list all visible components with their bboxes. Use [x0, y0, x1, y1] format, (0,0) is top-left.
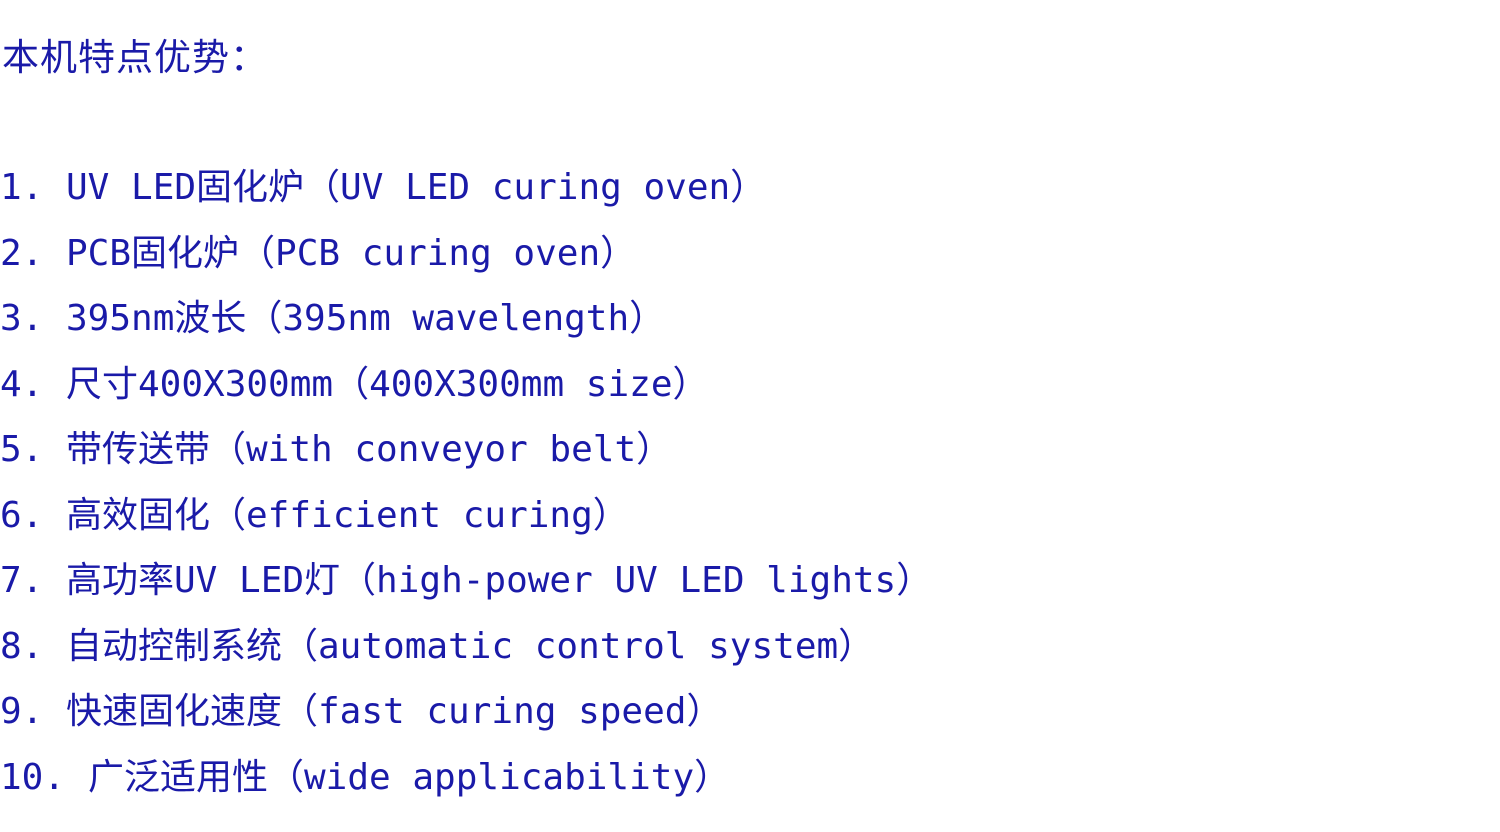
feature-item: 10. 广泛适用性（wide applicability）: [0, 750, 932, 816]
feature-number: 4.: [0, 363, 44, 405]
feature-item: 8. 自动控制系统（automatic control system）: [0, 619, 932, 685]
feature-item: 9. 快速固化速度（fast curing speed）: [0, 684, 932, 750]
feature-item: 1. UV LED固化炉（UV LED curing oven）: [0, 160, 932, 226]
feature-number: 1.: [0, 167, 44, 208]
feature-number: 8.: [0, 625, 44, 667]
feature-number: 6.: [0, 494, 44, 536]
feature-number: 9.: [0, 691, 44, 732]
feature-text: 自动控制系统（automatic control system）: [66, 625, 875, 667]
feature-text: UV LED固化炉（UV LED curing oven）: [66, 167, 767, 208]
feature-item: 6. 高效固化（efficient curing）: [0, 488, 932, 554]
feature-list: 1. UV LED固化炉（UV LED curing oven） 2. PCB固化炉…: [0, 160, 932, 815]
feature-item: 4. 尺寸400X300mm（400X300mm size）: [0, 357, 932, 423]
feature-text: PCB固化炉（PCB curing oven）: [66, 232, 637, 274]
feature-text: 快速固化速度（fast curing speed）: [66, 691, 723, 732]
feature-text: 广泛适用性（wide applicability）: [88, 756, 731, 798]
feature-number: 5.: [0, 429, 44, 470]
feature-item: 5. 带传送带（with conveyor belt）: [0, 422, 932, 488]
feature-number: 3.: [0, 298, 44, 339]
feature-text: 高效固化（efficient curing）: [66, 494, 629, 536]
feature-text: 395nm波长（395nm wavelength）: [66, 298, 666, 339]
feature-item: 2. PCB固化炉（PCB curing oven）: [0, 226, 932, 292]
feature-item: 7. 高功率UV LED灯（high-power UV LED lights）: [0, 553, 932, 619]
document-title: 本机特点优势：: [2, 36, 268, 79]
feature-number: 7.: [0, 560, 44, 601]
feature-item: 3. 395nm波长（395nm wavelength）: [0, 291, 932, 357]
feature-text: 高功率UV LED灯（high-power UV LED lights）: [66, 560, 933, 601]
feature-number: 10.: [0, 756, 66, 798]
feature-number: 2.: [0, 232, 44, 274]
feature-text: 尺寸400X300mm（400X300mm size）: [66, 363, 709, 405]
feature-text: 带传送带（with conveyor belt）: [66, 429, 673, 470]
